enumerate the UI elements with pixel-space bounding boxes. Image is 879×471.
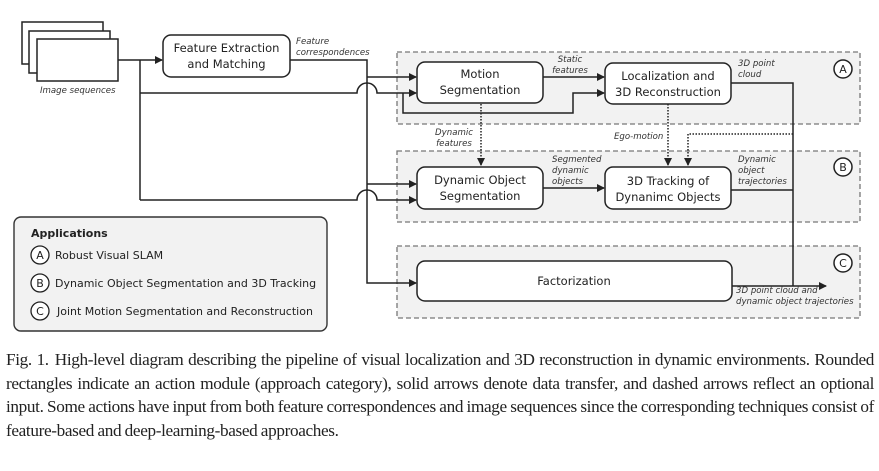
svg-text:dynamic object trajectories: dynamic object trajectories xyxy=(736,297,854,307)
module-label: Feature Extraction xyxy=(174,41,280,55)
module-label: and Matching xyxy=(187,57,265,71)
module-label: Motion xyxy=(461,67,500,81)
svg-text:Robust Visual SLAM: Robust Visual SLAM xyxy=(55,249,163,262)
label-dynamic-object-trajectories: Dynamic object trajectories xyxy=(738,155,787,187)
figure-number: Fig. 1. xyxy=(6,350,49,369)
legend-title: Applications xyxy=(31,227,108,240)
svg-text:cloud: cloud xyxy=(738,70,762,80)
legend-item-c: C Joint Motion Segmentation and Reconstr… xyxy=(30,301,313,321)
edge-pointcloud-to-tracking xyxy=(684,133,793,166)
region-marker-a: A xyxy=(833,59,853,79)
svg-text:objects: objects xyxy=(552,177,583,187)
svg-text:Ego-motion: Ego-motion xyxy=(614,132,663,142)
region-marker-c: C xyxy=(833,253,853,273)
svg-text:dynamic: dynamic xyxy=(552,166,589,176)
edge-feature-out xyxy=(290,59,417,287)
edge-images-to-motion xyxy=(140,82,417,97)
edge-feature-to-localization xyxy=(402,89,605,114)
label-dynamic-features: Dynamic features xyxy=(435,128,473,149)
svg-text:3D point cloud and: 3D point cloud and xyxy=(736,286,818,296)
svg-text:B: B xyxy=(36,277,44,290)
module-label: Localization and xyxy=(621,69,714,83)
module-dynamic-object-segmentation: Dynamic Object Segmentation xyxy=(416,166,544,210)
svg-text:Segmented: Segmented xyxy=(552,155,602,165)
svg-text:3D point: 3D point xyxy=(738,59,775,69)
label-point-cloud: 3D point cloud xyxy=(738,59,775,80)
legend-item-a: A Robust Visual SLAM xyxy=(30,245,163,265)
label-ego-motion: Ego-motion xyxy=(614,132,663,142)
svg-text:A: A xyxy=(839,63,847,76)
label-feature-correspondences: Feature correspondences xyxy=(296,37,370,58)
module-localization: Localization and 3D Reconstruction xyxy=(604,62,732,105)
module-label: Dynanimc Objects xyxy=(615,190,720,204)
caption-text: High-level diagram describing the pipeli… xyxy=(6,350,874,440)
svg-text:Dynamic Object Segmentation an: Dynamic Object Segmentation and 3D Track… xyxy=(55,277,316,290)
module-feature-extraction: Feature Extraction and Matching xyxy=(162,34,291,78)
pipeline-diagram: Image sequences Feature Extraction and M… xyxy=(13,21,861,332)
module-label: Segmentation xyxy=(440,189,521,203)
svg-text:features: features xyxy=(436,139,472,149)
module-label: 3D Reconstruction xyxy=(615,85,721,99)
image-sequences-stack xyxy=(21,21,119,82)
svg-text:Static: Static xyxy=(558,55,583,65)
region-marker-b: B xyxy=(833,157,853,177)
module-label: Factorization xyxy=(537,274,611,288)
module-label: 3D Tracking of xyxy=(627,174,710,188)
svg-text:Dynamic: Dynamic xyxy=(435,128,473,138)
module-3d-tracking: 3D Tracking of Dynanimc Objects xyxy=(604,166,732,210)
svg-text:Feature: Feature xyxy=(296,37,329,47)
label-segmented-dynamic-objects: Segmented dynamic objects xyxy=(552,155,602,187)
svg-text:Joint Motion Segmentation and: Joint Motion Segmentation and Reconstruc… xyxy=(56,305,313,318)
module-motion-segmentation: Motion Segmentation xyxy=(416,61,544,104)
svg-text:trajectories: trajectories xyxy=(738,177,787,187)
edge-point-cloud xyxy=(731,82,794,286)
svg-text:object: object xyxy=(738,166,765,176)
figure-caption: Fig. 1.High-level diagram describing the… xyxy=(6,348,874,442)
module-label: Dynamic Object xyxy=(434,173,526,187)
module-label: Segmentation xyxy=(440,83,521,97)
svg-text:C: C xyxy=(839,257,847,270)
svg-text:B: B xyxy=(839,161,847,174)
legend-item-b: B Dynamic Object Segmentation and 3D Tra… xyxy=(30,273,316,293)
label-static-features: Static features xyxy=(552,55,588,76)
edge-images-to-dynseg xyxy=(140,189,417,204)
svg-text:features: features xyxy=(552,66,588,76)
svg-text:C: C xyxy=(36,305,44,318)
svg-text:A: A xyxy=(36,249,44,262)
module-factorization: Factorization xyxy=(416,260,733,302)
applications-legend: Applications A Robust Visual SLAM B Dyna… xyxy=(13,216,328,332)
svg-text:correspondences: correspondences xyxy=(296,48,370,58)
svg-text:Dynamic: Dynamic xyxy=(738,155,776,165)
label-combined-output: 3D point cloud and dynamic object trajec… xyxy=(736,286,854,307)
image-sequences-label: Image sequences xyxy=(40,86,116,96)
